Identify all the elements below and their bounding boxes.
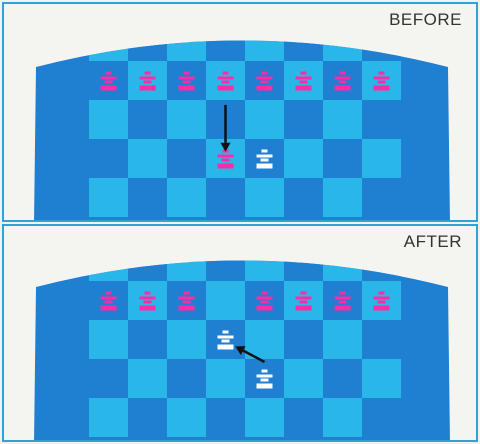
- before-panel: BEFORE: [2, 2, 478, 222]
- board-square: [284, 178, 323, 217]
- board-square: [284, 139, 323, 178]
- board-square: [323, 359, 362, 398]
- board-square: [128, 100, 167, 139]
- board-square: [128, 22, 167, 61]
- board-square: [284, 242, 323, 281]
- board-square: [362, 139, 401, 178]
- board-square: [206, 178, 245, 217]
- checkerboard: [89, 22, 401, 217]
- board-square: [167, 22, 206, 61]
- board-square: [167, 178, 206, 217]
- board-square: [284, 359, 323, 398]
- board-square: [89, 100, 128, 139]
- board-square: [362, 242, 401, 281]
- after-label: AFTER: [404, 232, 462, 252]
- board-square: [245, 100, 284, 139]
- board-square: [128, 242, 167, 281]
- board-square: [362, 320, 401, 359]
- board-square: [284, 22, 323, 61]
- board-square: [89, 398, 128, 437]
- board-square: [245, 178, 284, 217]
- board-square: [89, 178, 128, 217]
- board-square: [89, 242, 128, 281]
- board-square: [245, 320, 284, 359]
- board-square: [323, 178, 362, 217]
- board-square: [323, 398, 362, 437]
- board-square: [89, 320, 128, 359]
- board-square: [206, 359, 245, 398]
- checkerboard: [89, 242, 401, 437]
- board-square: [362, 359, 401, 398]
- before-board-screen: [4, 4, 478, 220]
- board-square: [323, 22, 362, 61]
- board-square: [362, 178, 401, 217]
- board-square: [323, 139, 362, 178]
- board-square: [128, 398, 167, 437]
- board-square: [362, 398, 401, 437]
- board-square: [128, 178, 167, 217]
- board-square: [206, 281, 245, 320]
- board-square: [206, 398, 245, 437]
- board-square: [362, 100, 401, 139]
- board-square: [167, 242, 206, 281]
- board-square: [89, 359, 128, 398]
- board-square: [128, 359, 167, 398]
- board-square: [323, 242, 362, 281]
- board-square: [128, 320, 167, 359]
- after-panel: AFTER: [2, 224, 478, 442]
- board-square: [206, 22, 245, 61]
- board-square: [284, 398, 323, 437]
- board-square: [128, 139, 167, 178]
- board-square: [245, 398, 284, 437]
- board-square: [323, 320, 362, 359]
- board-square: [323, 100, 362, 139]
- after-board-screen: [4, 226, 478, 440]
- board-square: [284, 320, 323, 359]
- board-square: [245, 242, 284, 281]
- board-square: [89, 22, 128, 61]
- board-square: [284, 100, 323, 139]
- board-square: [167, 398, 206, 437]
- board-square: [167, 359, 206, 398]
- board-square: [167, 139, 206, 178]
- board-square: [167, 320, 206, 359]
- board-square: [89, 139, 128, 178]
- before-label: BEFORE: [389, 10, 462, 30]
- board-square: [245, 22, 284, 61]
- board-square: [167, 100, 206, 139]
- board-square: [206, 242, 245, 281]
